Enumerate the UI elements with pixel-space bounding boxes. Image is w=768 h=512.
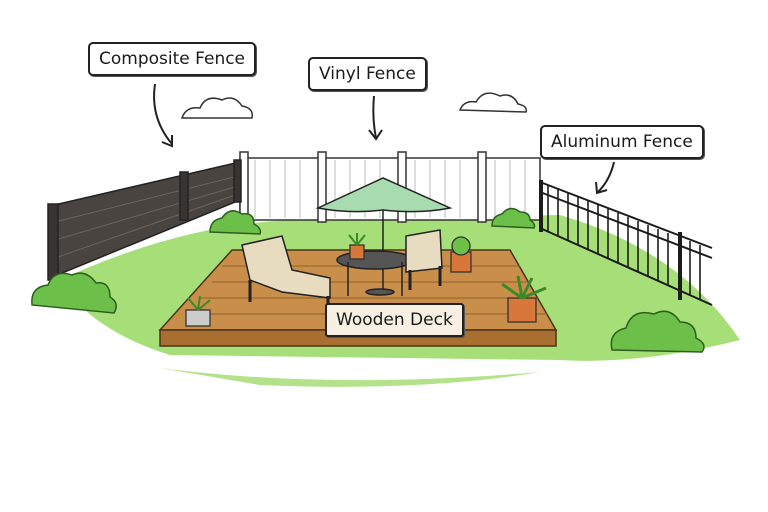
vinyl-fence-label: Vinyl Fence <box>308 57 427 91</box>
aluminum-fence-label: Aluminum Fence <box>540 125 704 159</box>
wooden-deck-label: Wooden Deck <box>325 303 464 337</box>
shrub <box>31 207 705 353</box>
potted-plant <box>185 233 547 327</box>
patio-umbrella <box>315 177 453 292</box>
composite-fence <box>47 159 242 281</box>
arrow-icon <box>153 83 615 195</box>
composite-fence-label: Composite Fence <box>88 42 257 76</box>
patio-chair <box>405 229 443 290</box>
aluminum-fence <box>539 180 713 306</box>
lawn-shadow <box>160 368 540 387</box>
cloud-icon <box>180 92 528 119</box>
